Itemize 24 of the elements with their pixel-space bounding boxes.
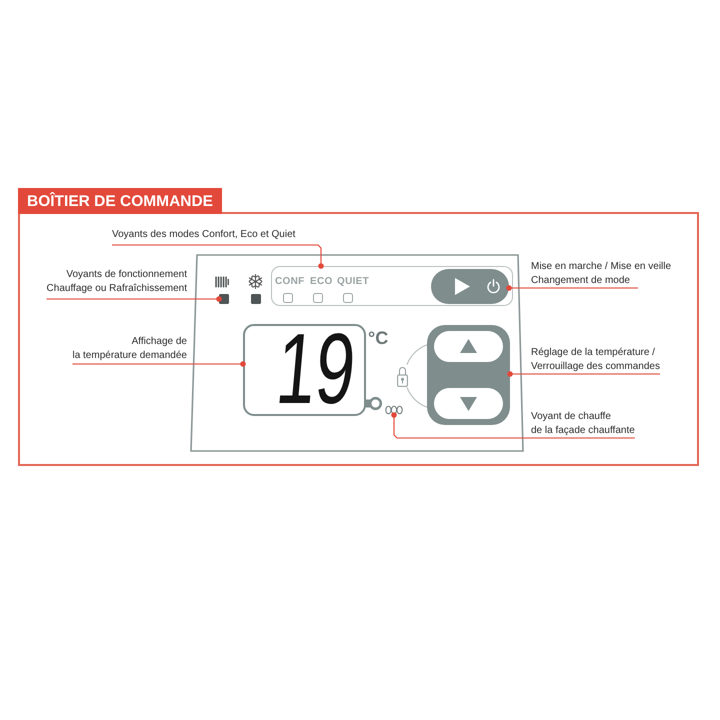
mode-label: CONF (275, 276, 305, 288)
callout-label: Voyant de chauffe de la façade chauffante (531, 410, 635, 438)
callout-label: Mise en marche / Mise en veille Changement de mode (531, 260, 672, 288)
leader-line (72, 361, 246, 367)
callout-label: Réglage de la température / Verrouillage des commandes (531, 346, 660, 374)
leader-line (507, 371, 660, 377)
leader-line (46, 296, 222, 302)
leader-line (391, 412, 635, 439)
section-title: BOÎTIER DE COMMANDE (18, 188, 222, 214)
heating-coil-icon (385, 405, 403, 415)
callout-label: Voyants de fonctionnement Chauffage ou Rafraîchissement (46, 268, 187, 299)
leader-line (506, 285, 638, 291)
temperature-display (243, 324, 366, 416)
control-panel (190, 254, 524, 452)
callout-label: Affichage de la température demandée (72, 335, 187, 364)
leader-line (112, 244, 324, 269)
temperature-value: 19 (274, 331, 358, 407)
mode-panel (271, 266, 513, 306)
callout-label: Voyants des modes Confort, Eco et Quiet (112, 228, 296, 245)
temperature-buttons (427, 325, 510, 425)
unit-label: °C (368, 328, 388, 348)
mode-label: ECO (310, 276, 333, 288)
power-button (431, 269, 509, 304)
mode-label: QUIET (337, 276, 370, 288)
